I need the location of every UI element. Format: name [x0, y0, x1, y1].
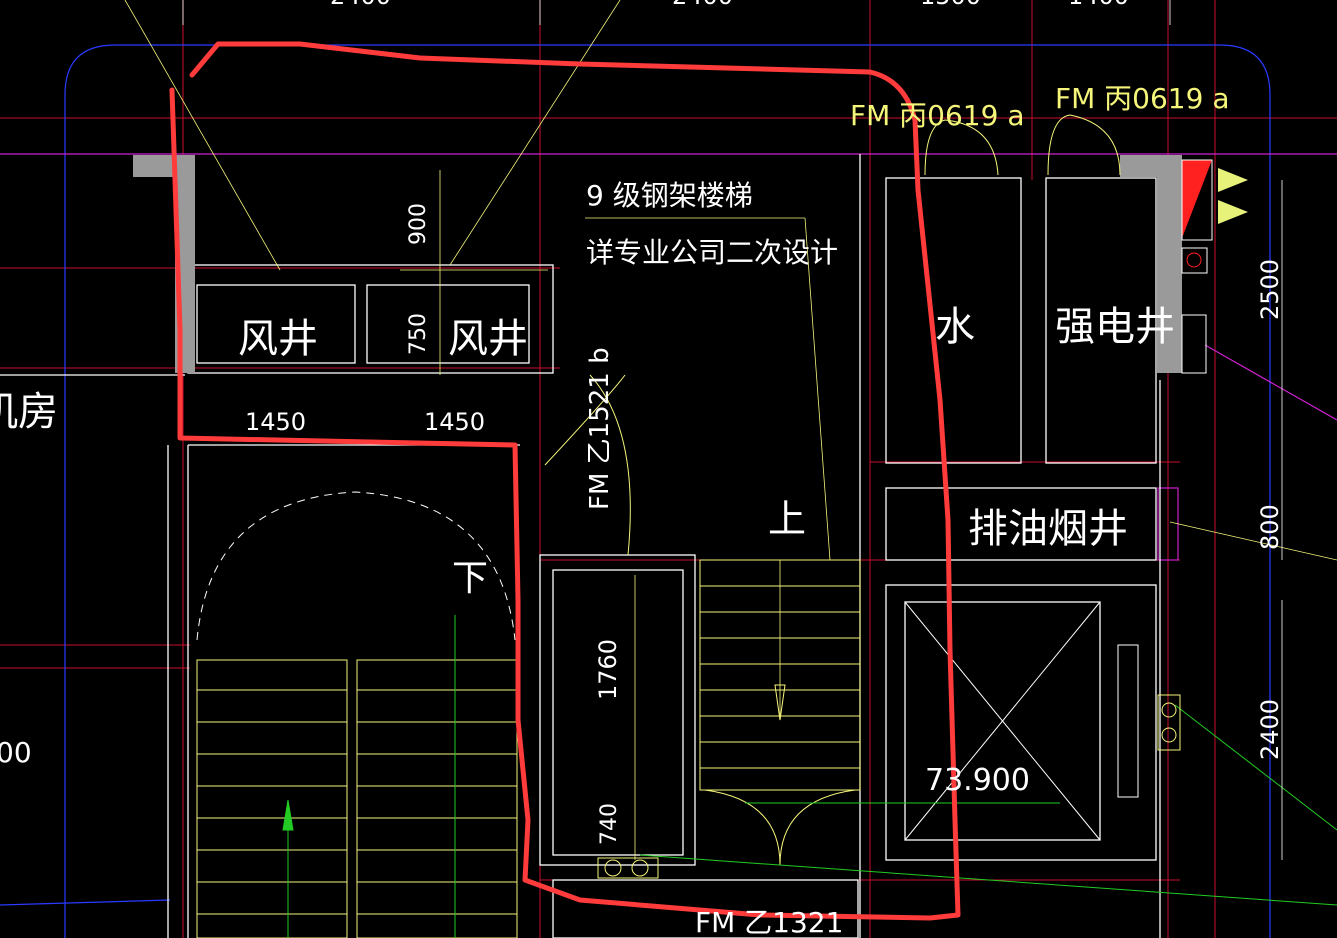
- elevator-cross-icon: [904, 601, 1139, 841]
- door-label-fm-b-rot: FM 乙1521 b: [585, 347, 615, 510]
- dim-2500: 2500: [1256, 259, 1284, 320]
- green-lines: [282, 615, 1337, 938]
- dim-top-mid: 2400: [672, 0, 733, 10]
- door-label-fm-b: FM 丙0619 a: [1055, 82, 1229, 115]
- text-labels: 2400 2400 1500 1400 FM 丙0619 a FM 丙0619 …: [0, 0, 1284, 938]
- panel-symbols: [1181, 159, 1248, 374]
- walls: [0, 154, 1161, 938]
- up-label: 上: [768, 497, 806, 541]
- highlight-outline: [169, 41, 961, 921]
- smoke-shaft-label: 排油烟井: [968, 506, 1128, 552]
- water-label: 水: [935, 304, 975, 350]
- dim-left-partial: 00: [0, 736, 32, 769]
- dim-1760: 1760: [594, 639, 622, 700]
- leader-lines: [124, 0, 1337, 860]
- dim-ticks: [182, 0, 1283, 860]
- dim-1450-a: 1450: [245, 408, 306, 436]
- down-label: 下: [452, 558, 488, 599]
- dim-750: 750: [406, 313, 431, 355]
- stair-note-line2: 详专业公司二次设计: [586, 236, 838, 269]
- door-label-fm-a: FM 丙0619 a: [850, 99, 1024, 132]
- dim-800: 800: [1256, 504, 1284, 550]
- fan-shaft-2-label: 风井: [448, 316, 528, 362]
- dim-2400-right: 2400: [1256, 699, 1284, 760]
- elevation-label: 73.900: [925, 763, 1030, 798]
- hydrant-icon: [597, 694, 1181, 879]
- arrow-icon: [774, 684, 786, 721]
- dim-900: 900: [406, 203, 431, 245]
- machine-room-label: 机房: [0, 389, 58, 435]
- dim-top-left: 2400: [330, 0, 391, 10]
- dim-740: 740: [597, 803, 622, 845]
- door-label-fm-bottom: FM 乙1321: [695, 906, 843, 938]
- fan-shaft-1-label: 风井: [238, 316, 318, 362]
- dim-top-r1: 1500: [920, 0, 981, 10]
- dim-1450-b: 1450: [424, 408, 485, 436]
- strong-power-label: 强电井: [1055, 304, 1175, 350]
- stair-note-line1: 9 级钢架楼梯: [586, 179, 753, 212]
- dim-top-r2: 1400: [1068, 0, 1129, 10]
- blue-lines: [0, 44, 1271, 938]
